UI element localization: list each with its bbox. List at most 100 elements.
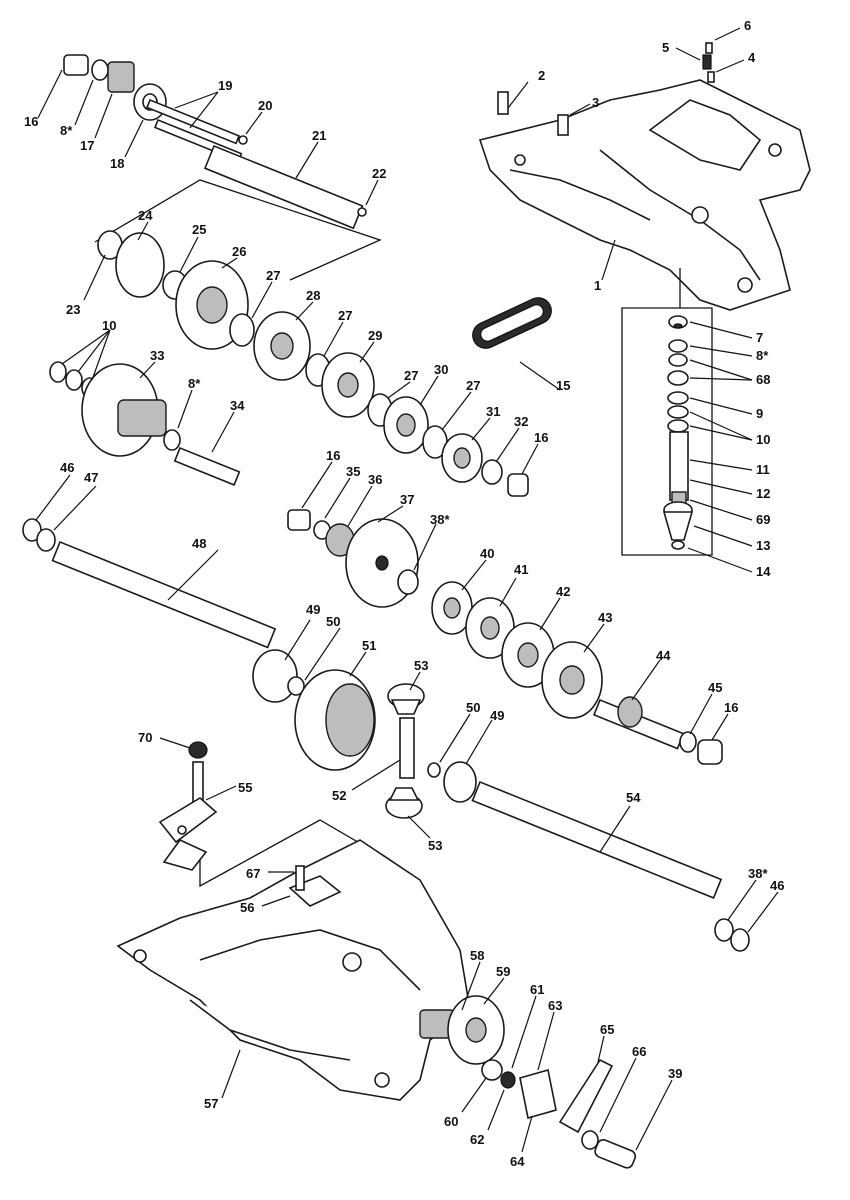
callout-38: 38* (430, 512, 450, 527)
callout-2: 2 (538, 68, 545, 83)
callout-13: 13 (756, 538, 770, 553)
callout-10: 10 (102, 318, 116, 333)
callout-41: 41 (514, 562, 528, 577)
lever-55 (158, 741, 218, 871)
callout-27: 27 (466, 378, 480, 393)
callout-70: 70 (138, 730, 152, 745)
callout-8: 8* (60, 123, 73, 138)
callout-58: 58 (470, 948, 484, 963)
callout-3: 3 (592, 95, 599, 110)
callout-labels: 16 8* 17 18 19 20 21 22 2 3 5 6 4 1 23 2… (24, 18, 784, 1169)
cluster-35-37 (287, 509, 419, 608)
callout-63: 63 (548, 998, 562, 1013)
callout-42: 42 (556, 584, 570, 599)
pin-4-5-6 (675, 27, 745, 83)
callout-26: 26 (232, 244, 246, 259)
bolt-3 (557, 103, 591, 136)
callout-18: 18 (110, 156, 124, 171)
callout-28: 28 (306, 288, 320, 303)
callout-19: 19 (218, 78, 232, 93)
callout-7: 7 (756, 330, 763, 345)
callout-33: 33 (150, 348, 164, 363)
callout-27: 27 (338, 308, 352, 323)
callout-56: 56 (240, 900, 254, 915)
callout-50: 50 (466, 700, 480, 715)
callout-68: 68 (756, 372, 770, 387)
callout-60: 60 (444, 1114, 458, 1129)
callout-39: 39 (668, 1066, 682, 1081)
callout-46: 46 (60, 460, 74, 475)
callout-24: 24 (138, 208, 153, 223)
differential (294, 669, 425, 819)
callout-65: 65 (600, 1022, 614, 1037)
callout-62: 62 (470, 1132, 484, 1147)
callout-16: 16 (24, 114, 38, 129)
callout-6: 6 (744, 18, 751, 33)
upper-housing (478, 79, 811, 311)
callout-53: 53 (428, 838, 442, 853)
callout-12: 12 (756, 486, 770, 501)
callout-31: 31 (486, 404, 500, 419)
callout-30: 30 (434, 362, 448, 377)
callout-43: 43 (598, 610, 612, 625)
callout-61: 61 (530, 982, 544, 997)
callout-44: 44 (656, 648, 671, 663)
callout-14: 14 (756, 564, 771, 579)
callout-45: 45 (708, 680, 722, 695)
callout-27: 27 (266, 268, 280, 283)
callout-8: 8* (188, 376, 201, 391)
callout-25: 25 (192, 222, 206, 237)
callout-50: 50 (326, 614, 340, 629)
callout-54: 54 (626, 790, 641, 805)
callout-38: 38* (748, 866, 768, 881)
callout-4: 4 (748, 50, 756, 65)
gear-33-group (49, 361, 241, 486)
callout-23: 23 (66, 302, 80, 317)
callout-21: 21 (312, 128, 326, 143)
callout-15: 15 (556, 378, 570, 393)
callout-9: 9 (756, 406, 763, 421)
callout-11: 11 (756, 462, 770, 477)
gears-40-44 (431, 581, 723, 765)
callout-10: 10 (756, 432, 770, 447)
callout-49: 49 (490, 708, 504, 723)
callout-22: 22 (372, 166, 386, 181)
callout-48: 48 (192, 536, 206, 551)
callout-59: 59 (496, 964, 510, 979)
bolt-2 (497, 81, 529, 115)
callout-32: 32 (514, 414, 528, 429)
callout-36: 36 (368, 472, 382, 487)
callout-8: 8* (756, 348, 769, 363)
axle-48-group (22, 518, 305, 703)
callout-52: 52 (332, 788, 346, 803)
lower-housing (116, 839, 471, 1101)
callout-16: 16 (724, 700, 738, 715)
callout-1: 1 (594, 278, 601, 293)
callout-67: 67 (246, 866, 260, 881)
gear-stack (97, 230, 529, 497)
callout-46: 46 (770, 878, 784, 893)
axle-54-group (427, 761, 750, 952)
brake-assembly (419, 995, 637, 1169)
callout-66: 66 (632, 1044, 646, 1059)
top-shaft-assembly (63, 54, 367, 230)
callout-5: 5 (662, 40, 669, 55)
callout-40: 40 (480, 546, 494, 561)
callout-17: 17 (80, 138, 94, 153)
callout-69: 69 (756, 512, 770, 527)
callout-49: 49 (306, 602, 320, 617)
callout-51: 51 (362, 638, 376, 653)
callout-47: 47 (84, 470, 98, 485)
callout-35: 35 (346, 464, 360, 479)
vertical-shaft-stack (662, 315, 694, 550)
callout-20: 20 (258, 98, 272, 113)
callout-16: 16 (326, 448, 340, 463)
callout-29: 29 (368, 328, 382, 343)
callout-57: 57 (204, 1096, 218, 1111)
callout-16: 16 (534, 430, 548, 445)
drive-chain (472, 297, 552, 349)
callout-55: 55 (238, 780, 252, 795)
callout-37: 37 (400, 492, 414, 507)
